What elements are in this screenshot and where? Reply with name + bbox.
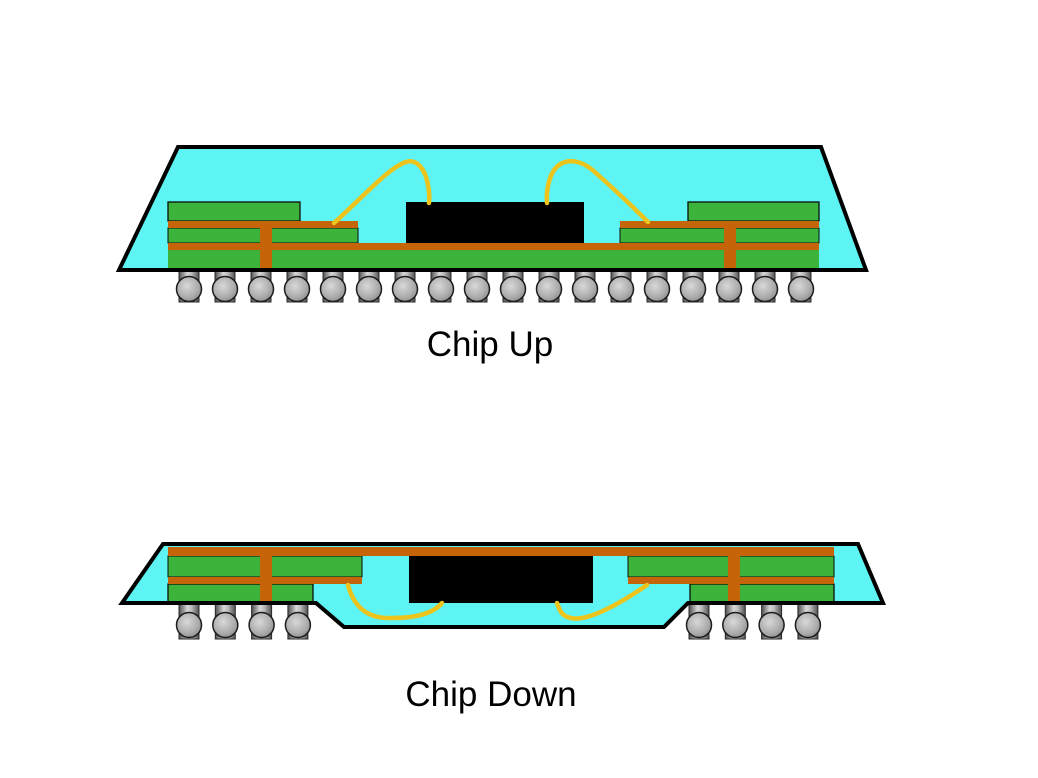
chip-down-diagram [118, 542, 887, 640]
solder-sphere [463, 275, 491, 303]
solder-ball [175, 601, 203, 640]
solder-ball [794, 601, 822, 640]
solder-ball [175, 267, 203, 303]
solder-sphere [679, 275, 707, 303]
copper-via-left [260, 221, 272, 269]
solder-ball [391, 267, 419, 303]
die [406, 202, 584, 243]
solder-ball [751, 267, 779, 303]
solder-sphere [715, 275, 743, 303]
substrate-bottom-layer [168, 250, 819, 269]
solder-ball [212, 601, 239, 640]
solder-sphere [722, 611, 749, 639]
copper-via-right [728, 547, 740, 602]
solder-sphere [212, 611, 239, 639]
solder-ball [211, 267, 239, 303]
die [409, 556, 593, 603]
substrate-top-layer-left [167, 201, 301, 222]
solder-ball [715, 267, 743, 303]
solder-sphere [283, 275, 311, 303]
solder-sphere [607, 275, 635, 303]
solder-ball [722, 601, 749, 640]
bond-wire-left [331, 159, 432, 226]
copper-trace-upper-right [620, 221, 819, 228]
package-outline [118, 542, 887, 629]
solder-ball [758, 601, 785, 640]
solder-sphere [175, 275, 203, 303]
solder-ball [571, 267, 599, 303]
solder-ball [319, 267, 347, 303]
solder-sphere [751, 275, 779, 303]
substrate-mid-layer-right [619, 227, 820, 244]
solder-sphere [758, 611, 785, 639]
solder-ball [463, 267, 491, 303]
solder-ball [607, 267, 635, 303]
solder-sphere [535, 275, 563, 303]
substrate-lower-layer-left [167, 583, 314, 603]
solder-ball [685, 601, 713, 640]
solder-sphere [427, 275, 455, 303]
solder-ball [284, 601, 312, 640]
solder-ball [499, 267, 527, 303]
solder-sphere [355, 275, 383, 303]
package-outline [115, 145, 869, 272]
bond-wire-right [544, 158, 651, 225]
solder-sphere [175, 611, 203, 639]
copper-via-left [260, 547, 272, 602]
solder-sphere [685, 611, 713, 639]
solder-ball [643, 267, 671, 303]
bond-wire-right [554, 582, 650, 621]
solder-ball-row-right [685, 601, 822, 640]
substrate-top-layer-right [687, 201, 820, 222]
solder-ball [427, 267, 455, 303]
solder-sphere [499, 275, 527, 303]
solder-ball-row [175, 267, 815, 303]
solder-sphere [787, 275, 815, 303]
substrate-lower-layer-right [689, 583, 835, 603]
chip-up-label: Chip Up [426, 325, 554, 364]
solder-sphere [794, 611, 822, 639]
copper-via-right [724, 221, 736, 269]
solder-sphere [571, 275, 599, 303]
solder-ball [535, 267, 563, 303]
copper-trace-top [168, 547, 834, 556]
solder-ball [283, 267, 311, 303]
solder-ball [355, 267, 383, 303]
solder-sphere [391, 275, 419, 303]
bond-wire-left [345, 582, 445, 621]
solder-sphere [248, 611, 275, 639]
chip-down-label: Chip Down [405, 675, 577, 714]
solder-ball-row-left [175, 601, 312, 640]
solder-sphere [211, 275, 239, 303]
solder-ball [679, 267, 707, 303]
chip-up-diagram [115, 145, 869, 303]
solder-ball [248, 601, 275, 640]
solder-ball [787, 267, 815, 303]
solder-sphere [643, 275, 671, 303]
solder-sphere [247, 275, 275, 303]
solder-sphere [284, 611, 312, 639]
solder-ball [247, 267, 275, 303]
solder-sphere [319, 275, 347, 303]
copper-trace-lower [168, 243, 819, 250]
